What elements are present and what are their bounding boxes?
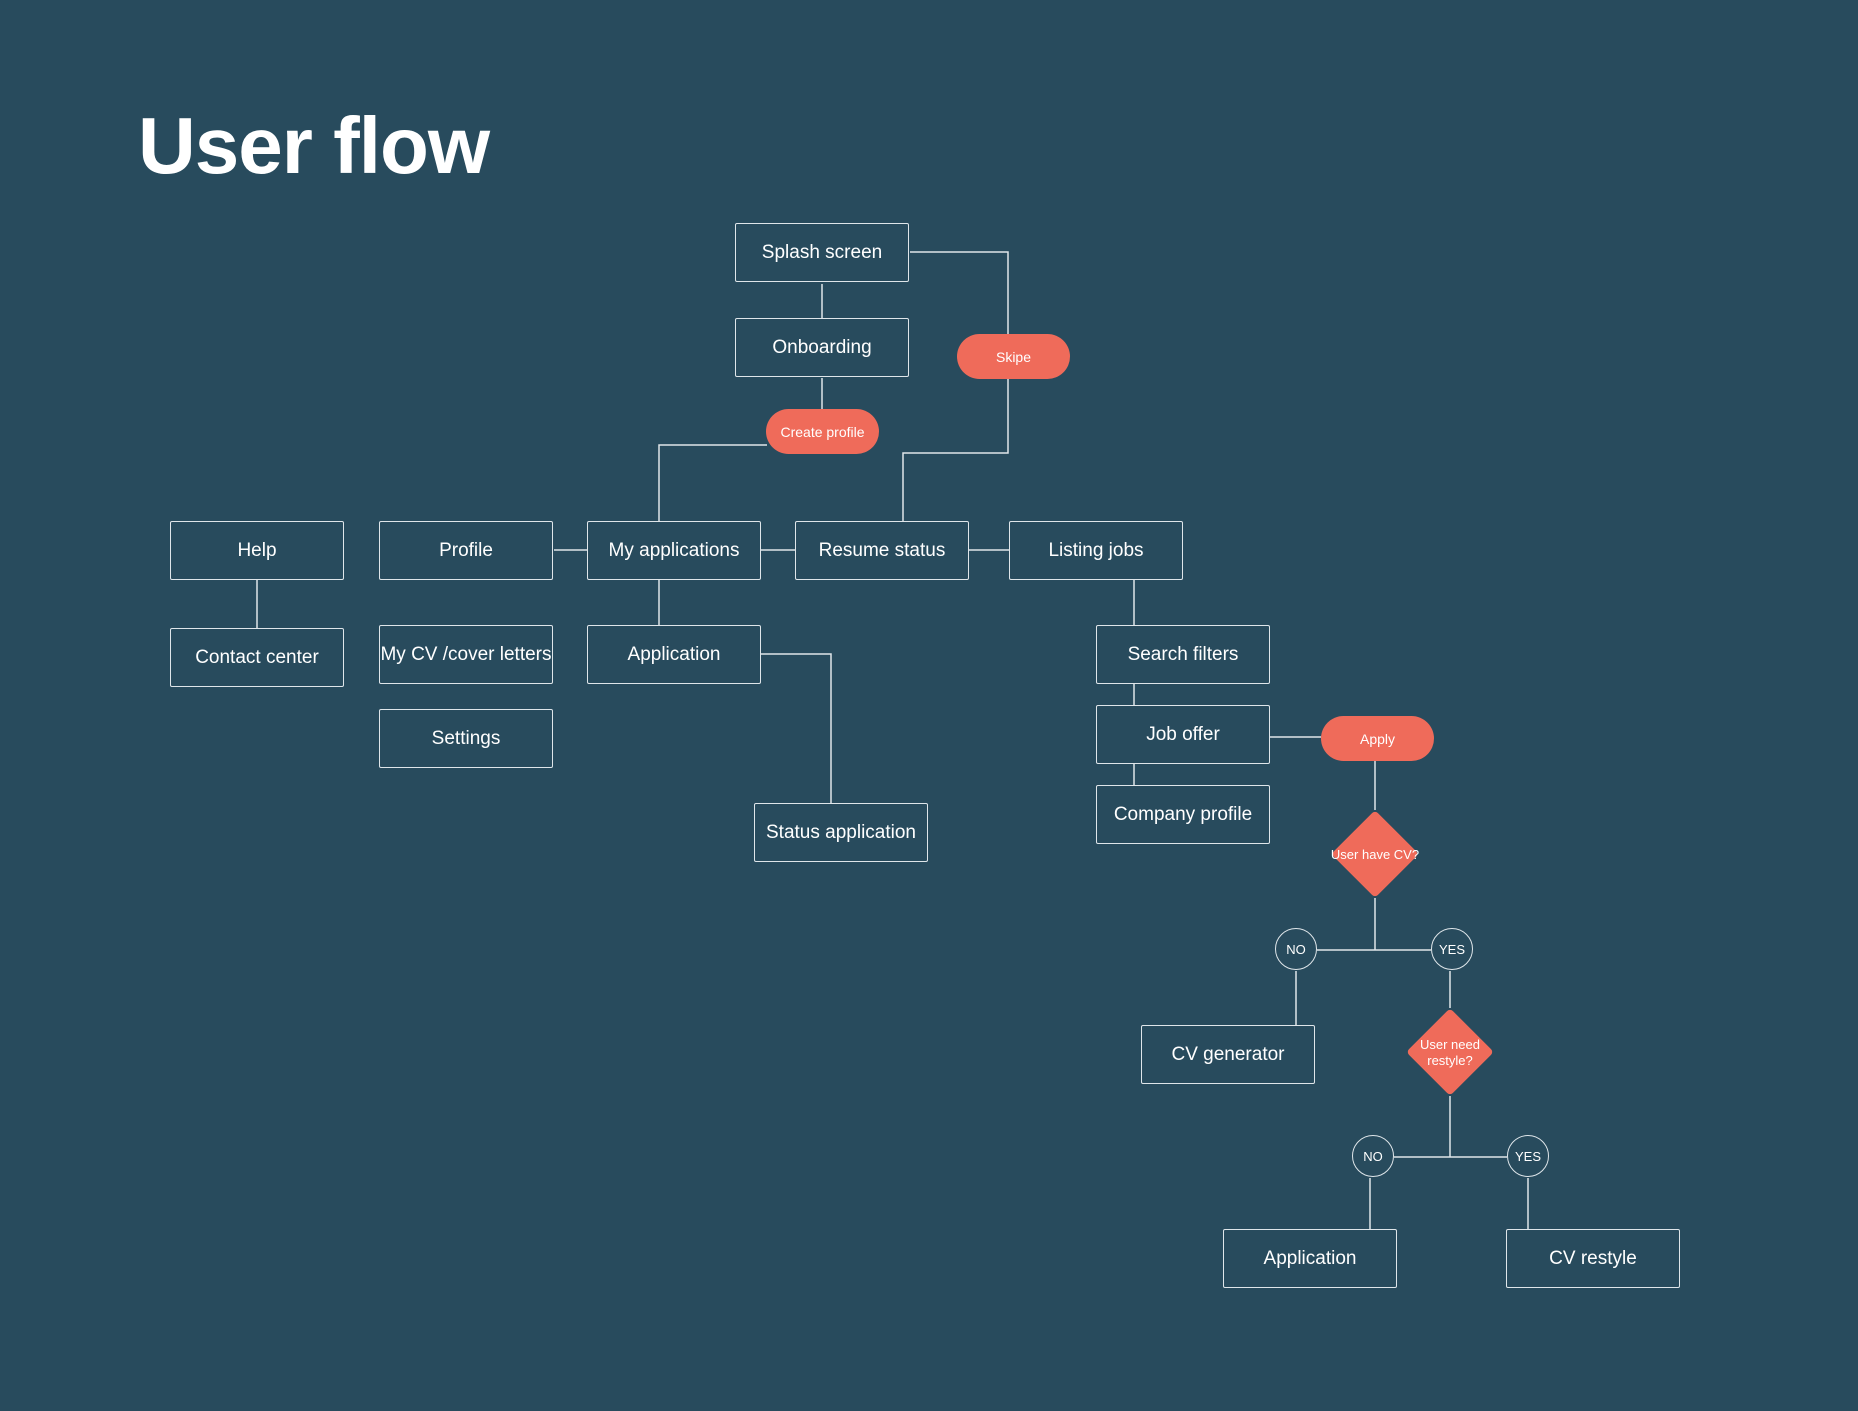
step-skipe: Skipe bbox=[957, 334, 1070, 379]
node-application-final: Application bbox=[1223, 1229, 1397, 1288]
node-status-application: Status application bbox=[754, 803, 928, 862]
page-title: User flow bbox=[138, 101, 490, 190]
link-create-profile-my-applications bbox=[658, 444, 767, 521]
decision-user-need-restyle-label: User need restyle? bbox=[1420, 1037, 1480, 1068]
step-apply: Apply bbox=[1321, 716, 1434, 761]
node-company-profile: Company profile bbox=[1096, 785, 1270, 844]
node-application: Application bbox=[587, 625, 761, 684]
link-splash-skipe bbox=[910, 251, 1009, 334]
node-settings: Settings bbox=[379, 709, 553, 768]
node-my-applications: My applications bbox=[587, 521, 761, 580]
step-create-profile: Create profile bbox=[766, 409, 879, 454]
link-skipe-resume-status bbox=[902, 378, 1009, 521]
node-onboarding: Onboarding bbox=[735, 318, 909, 377]
node-search-filters: Search filters bbox=[1096, 625, 1270, 684]
decision-user-have-cv-label: User have CV? bbox=[1330, 847, 1420, 862]
branch-no-need-restyle: NO bbox=[1352, 1135, 1394, 1177]
node-job-offer: Job offer bbox=[1096, 705, 1270, 764]
node-my-cv-cover-letters: My CV /cover letters bbox=[379, 625, 553, 684]
branch-yes-need-restyle: YES bbox=[1507, 1135, 1549, 1177]
branch-no-have-cv: NO bbox=[1275, 928, 1317, 970]
link-application-status-application bbox=[761, 653, 832, 803]
node-cv-generator: CV generator bbox=[1141, 1025, 1315, 1084]
node-profile: Profile bbox=[379, 521, 553, 580]
node-listing-jobs: Listing jobs bbox=[1009, 521, 1183, 580]
node-resume-status: Resume status bbox=[795, 521, 969, 580]
node-splash-screen: Splash screen bbox=[735, 223, 909, 282]
node-cv-restyle: CV restyle bbox=[1506, 1229, 1680, 1288]
branch-yes-have-cv: YES bbox=[1431, 928, 1473, 970]
node-help: Help bbox=[170, 521, 344, 580]
node-contact-center: Contact center bbox=[170, 628, 344, 687]
